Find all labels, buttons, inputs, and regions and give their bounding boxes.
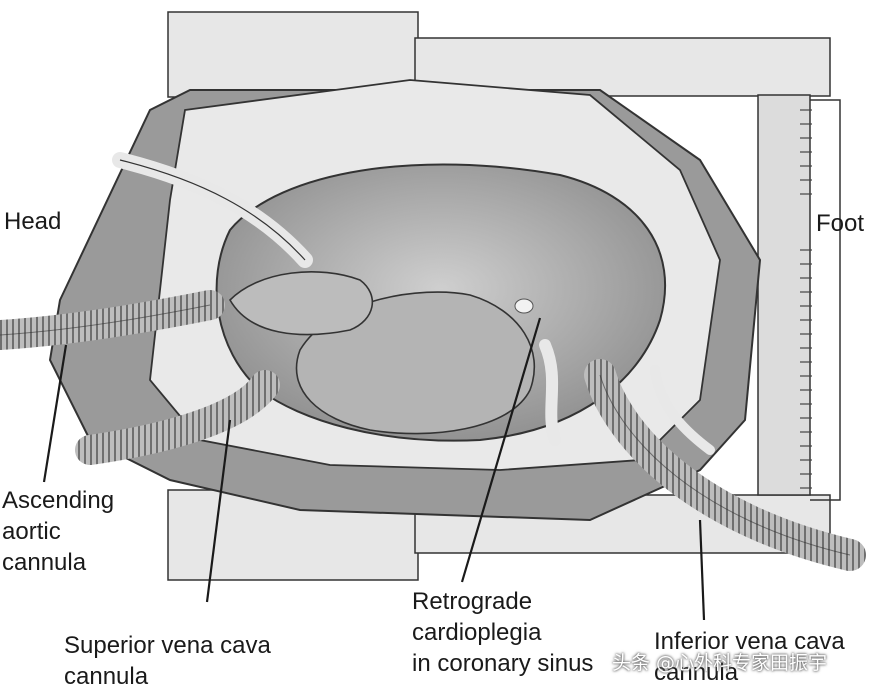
retrograde-cardioplegia-label: Retrograde cardioplegia in coronary sinu… [412, 588, 594, 677]
leader-ascending-aortic [42, 344, 68, 483]
leader-retrograde [460, 317, 542, 583]
aorta [229, 271, 374, 336]
watermark: 头条 @心外科专家田振宇 [612, 652, 828, 674]
retrograde-cardioplegia-cannula [539, 339, 561, 446]
leader-superior-vena-cava [205, 419, 232, 603]
retractor-rack-teeth [800, 109, 812, 489]
leader-lines [42, 317, 706, 621]
inferior-vena-cava-cannula-label: Inferior vena cava cannula [654, 628, 845, 686]
ascending-aortic-cannula-label: Ascending aortic cannula [2, 487, 115, 576]
foot-label: Foot [816, 210, 865, 237]
superior-vena-cava-cannula-label: Superior vena cava cannula [64, 632, 271, 690]
leader-inferior-vena-cava [698, 519, 706, 621]
superior-vena-cava-cannula [75, 370, 280, 465]
coronary-sinus-site [514, 298, 534, 314]
head-label: Head [4, 208, 62, 235]
side-tube [650, 365, 715, 455]
